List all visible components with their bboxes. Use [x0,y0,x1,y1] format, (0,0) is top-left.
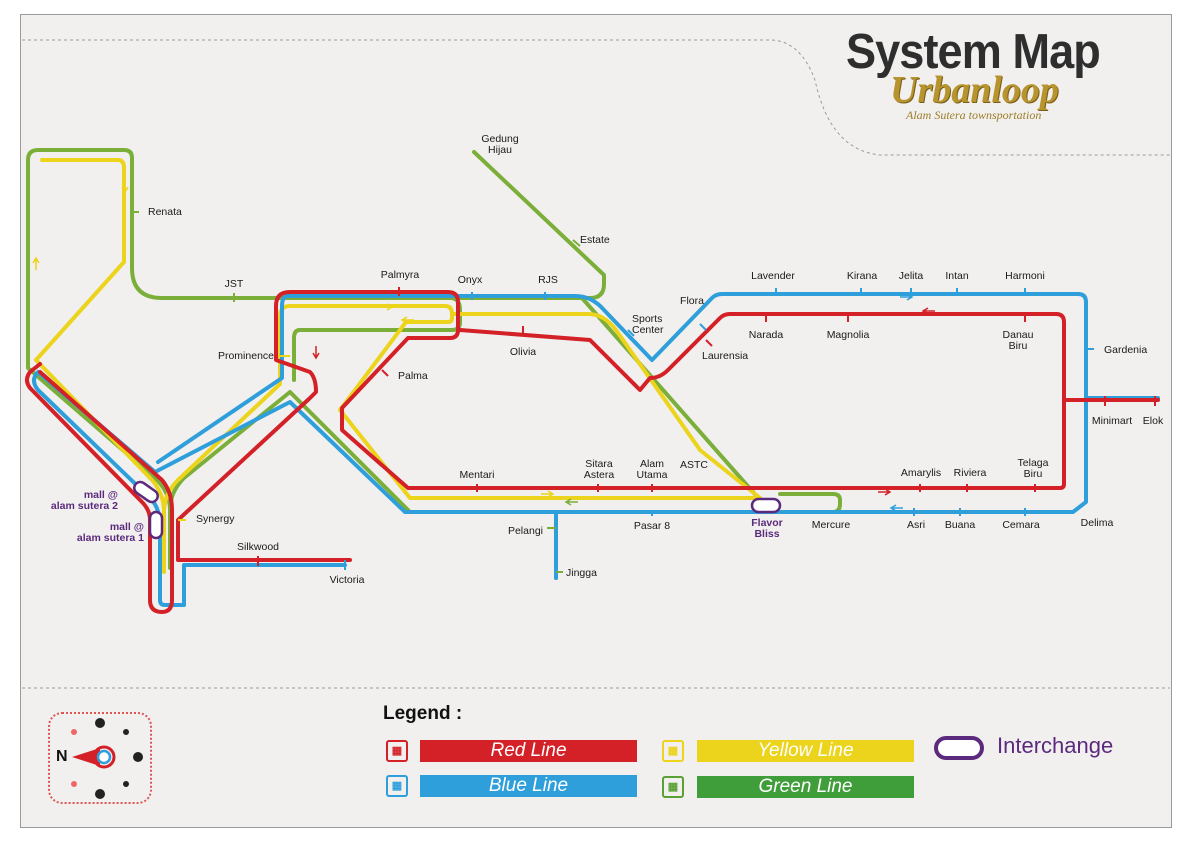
station-asri: Asri [906,519,926,531]
legend-green-line: Green Line [697,776,914,798]
compass-north-label: N [56,748,68,765]
station-sitara-astera: Sitara Astera [583,458,615,481]
station-alam-utama: Alam Utama [636,458,668,481]
brand-tagline: Alam Sutera townsportation [906,108,1042,122]
station-flavor-bliss: Flavor Bliss [751,517,783,540]
station-mall-alam-sutera-1: mall @ alam sutera 1 [76,521,144,544]
station-olivia: Olivia [509,346,537,358]
station-pasar-8: Pasar 8 [633,520,671,532]
map-card [20,14,1172,828]
compass [48,712,152,804]
station-amarylis: Amarylis [900,467,942,479]
legend-blue-line: Blue Line [420,775,637,797]
bus-icon: ▦ [662,740,684,762]
station-cemara: Cemara [1002,519,1040,531]
station-telaga-biru: Telaga Biru [1017,457,1049,480]
legend-yellow-line: Yellow Line [697,740,914,762]
station-intan: Intan [945,270,969,282]
legend-interchange: Interchange [997,733,1114,758]
station-victoria: Victoria [329,574,365,586]
station-danau-biru: Danau Biru [1002,329,1034,352]
station-silkwood: Silkwood [236,541,280,553]
station-estate: Estate [580,234,610,246]
station-narada: Narada [748,329,784,341]
interchange-mall-1 [148,510,164,540]
station-rjs: RJS [538,274,558,286]
map-title: System Map [846,25,1101,79]
station-astc: ASTC [679,459,709,471]
brand-logo: Urbanloop [890,69,1059,111]
station-synergy: Synergy [196,513,235,525]
station-sports-center: Sports Center [632,313,664,336]
station-lavender: Lavender [751,270,795,282]
station-renata: Renata [148,206,182,218]
station-gardenia: Gardenia [1104,344,1148,356]
legend-red-line: Red Line [420,740,637,762]
interchange-mall-2 [133,480,159,504]
station-riviera: Riviera [953,467,987,479]
station-jingga: Jingga [566,567,597,579]
station-buana: Buana [944,519,976,531]
station-harmoni: Harmoni [1005,270,1045,282]
station-jelita: Jelita [898,270,924,282]
station-onyx: Onyx [457,274,483,286]
blue-line-route [32,292,1160,607]
station-palmyra: Palmyra [380,269,420,281]
bus-icon: ▦ [386,740,408,762]
station-mentari: Mentari [459,469,495,481]
station-elok: Elok [1142,415,1164,427]
station-mercure: Mercure [811,519,851,531]
station-gedung-hijau: Gedung Hijau [481,133,519,156]
station-delima: Delima [1080,517,1114,529]
station-magnolia: Magnolia [826,329,870,341]
station-minimart: Minimart [1091,415,1133,427]
yellow-line-route [34,158,762,574]
legend-title: Legend : [383,703,463,724]
station-laurensia: Laurensia [702,350,749,362]
station-palma: Palma [398,370,428,382]
interchange-flavor-bliss [750,497,782,514]
station-prominence: Prominence [217,350,274,362]
station-mall-alam-sutera-2: mall @ alam sutera 2 [50,489,118,512]
red-line-route [25,290,1160,614]
station-jst: JST [224,278,244,290]
legend-interchange-symbol [934,736,984,760]
station-pelangi: Pelangi [507,525,543,537]
station-kirana: Kirana [846,270,878,282]
compass-icon [71,718,143,799]
bus-icon: ▦ [662,776,684,798]
bus-icon: ▦ [386,775,408,797]
station-flora: Flora [680,295,704,307]
